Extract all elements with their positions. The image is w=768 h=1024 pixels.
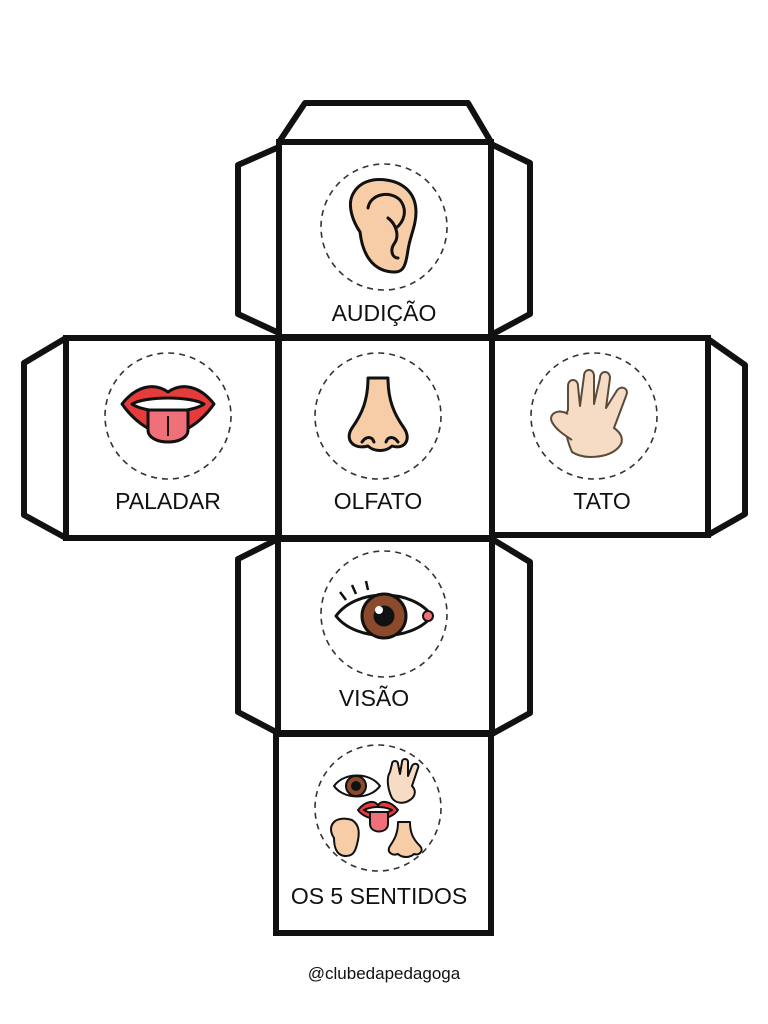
label-visao: VISÃO bbox=[339, 685, 409, 711]
tab-right bbox=[705, 336, 748, 538]
label-olfato: OLFATO bbox=[334, 488, 423, 514]
mini-nose-icon bbox=[387, 821, 423, 858]
mini-mouth-icon bbox=[357, 800, 399, 833]
nose-icon bbox=[347, 376, 409, 452]
tab-lower-right bbox=[489, 536, 533, 737]
dashed-circle-left bbox=[104, 352, 232, 480]
dashed-circle-right bbox=[530, 352, 658, 480]
five-senses-collage-icon bbox=[330, 758, 423, 858]
dashed-circle-lower bbox=[320, 550, 448, 678]
dashed-circle-top bbox=[320, 163, 448, 291]
tab-top-right bbox=[488, 141, 533, 338]
tab-left bbox=[21, 335, 69, 541]
tab-top bbox=[276, 100, 494, 145]
mini-eye-icon bbox=[333, 774, 381, 798]
label-audicao: AUDIÇÃO bbox=[332, 300, 437, 326]
dashed-circle-center bbox=[314, 352, 442, 480]
face-bottom bbox=[273, 731, 494, 936]
dashed-circle-bottom bbox=[314, 744, 442, 872]
label-paladar: PALADAR bbox=[115, 488, 221, 514]
tab-lower-left bbox=[235, 536, 281, 736]
credit-handle: @clubedapedagoga bbox=[307, 964, 461, 983]
mini-ear-icon bbox=[330, 817, 360, 857]
hand-icon bbox=[550, 369, 628, 458]
label-tato: TATO bbox=[573, 488, 631, 514]
ear-icon bbox=[348, 178, 418, 274]
mini-hand-icon bbox=[386, 758, 420, 804]
mouth-tongue-icon bbox=[120, 385, 216, 444]
tab-top-left bbox=[235, 144, 282, 336]
eye-icon bbox=[334, 580, 434, 640]
label-os-5-sentidos: OS 5 SENTIDOS bbox=[291, 883, 467, 909]
dashed-circles bbox=[104, 163, 658, 872]
